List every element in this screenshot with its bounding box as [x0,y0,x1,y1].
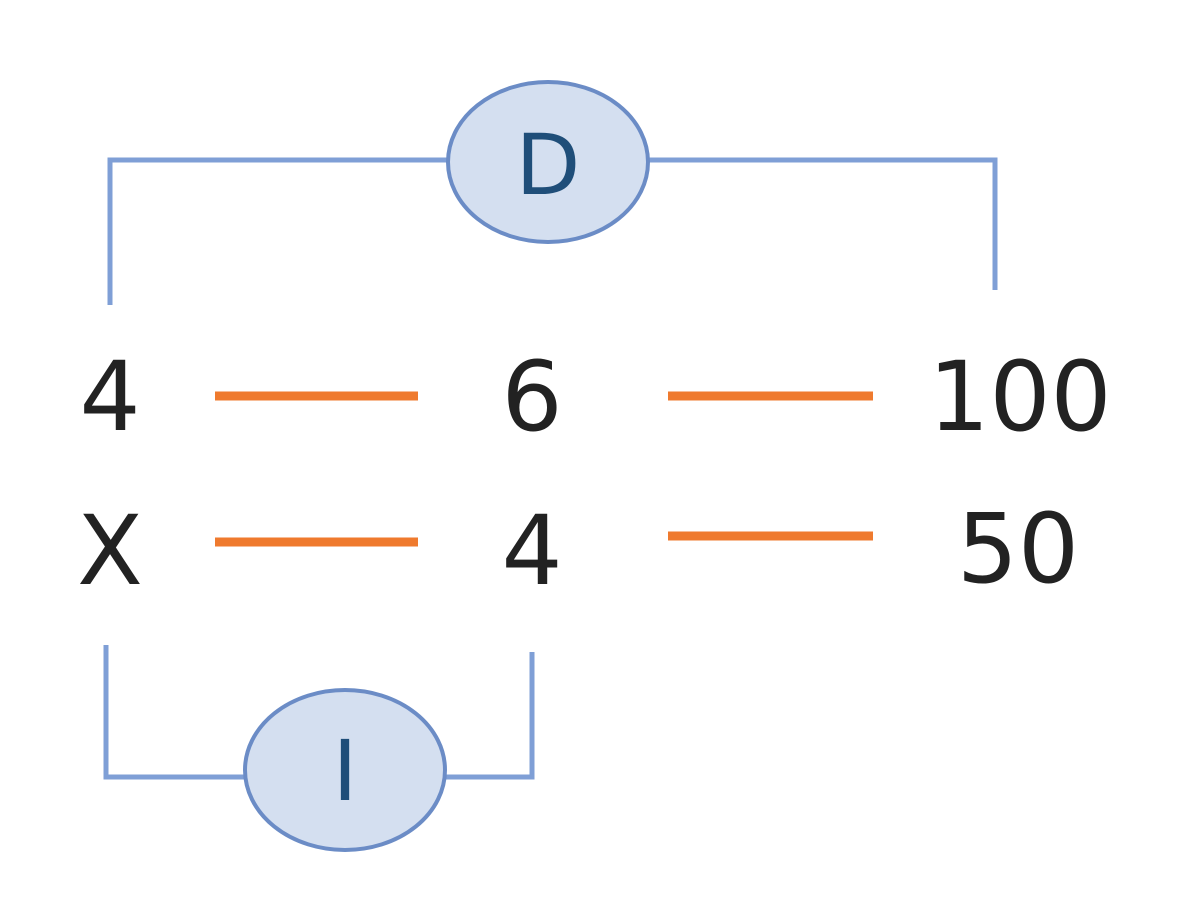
row-2-value-c: 50 [957,493,1079,605]
top-node: D [446,80,650,244]
row-2: X 4 50 [77,493,1079,607]
row-2-value-b: 4 [501,495,562,607]
row-1-value-a: 4 [79,341,140,453]
bottom-node-ellipse [243,688,447,852]
row-2-value-a: X [77,495,143,607]
row-1-value-c: 100 [928,341,1111,453]
bottom-bracket-right [445,652,535,780]
bottom-bracket-left [103,645,248,780]
top-bracket-left [107,157,448,305]
bottom-node: I [243,688,447,852]
top-node-label: D [516,116,581,214]
top-bracket-right [648,157,998,290]
row-1-value-b: 6 [501,341,562,453]
top-node-ellipse [446,80,650,244]
bottom-node-label: I [333,722,358,820]
row-1: 4 6 100 [79,341,1111,453]
